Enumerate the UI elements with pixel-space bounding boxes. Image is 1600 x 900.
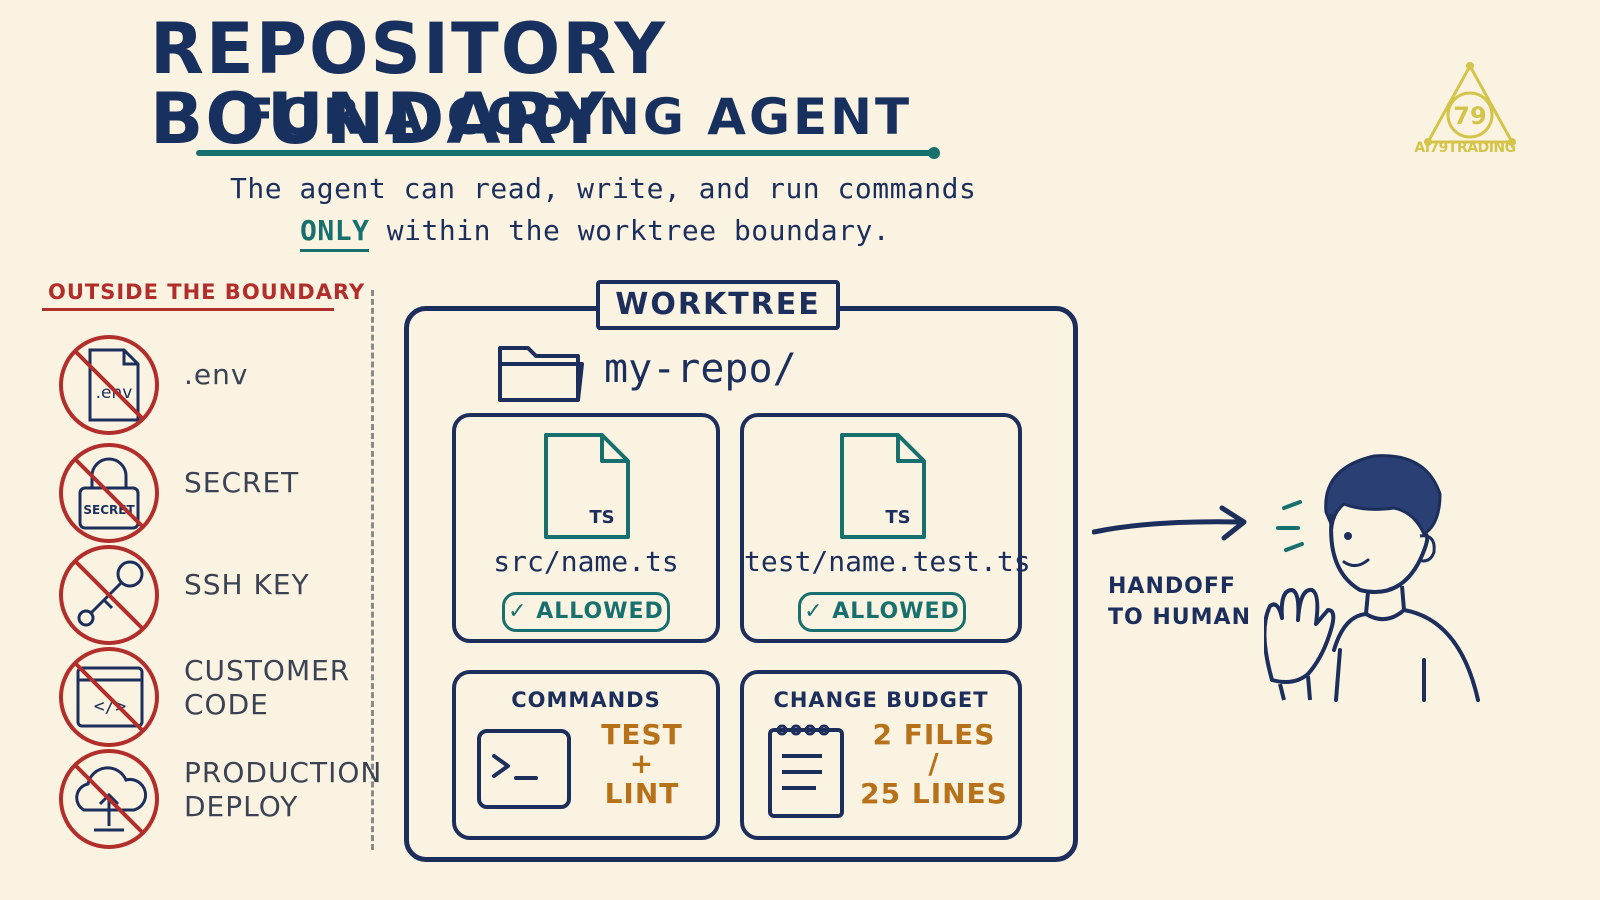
commands-value: TEST + LINT — [582, 718, 702, 810]
handoff-arrow-icon — [1092, 505, 1247, 541]
allowed-badge: ✓ ALLOWED — [502, 592, 670, 632]
outside-boundary-header: Outside the Boundary — [48, 280, 366, 304]
key-icon — [59, 545, 159, 645]
cloud-upload-icon — [59, 749, 159, 849]
handoff-label: Handoff to Human — [1108, 572, 1251, 634]
budget-line-1: 2 FILES — [872, 718, 996, 751]
file-card-test: TS test/name.test.ts ✓ ALLOWED — [740, 413, 1031, 643]
outside-item-secret: SECRET SECRET — [54, 438, 374, 543]
logo-badge-number: 79 — [1453, 102, 1486, 130]
outside-item-ssh-key: SSH KEY — [54, 540, 374, 645]
outside-label-customer-code: CUSTOMER CODE — [184, 654, 350, 721]
file-name-test: test/name.test.ts — [744, 545, 1031, 578]
handoff-line-2: to Human — [1108, 604, 1251, 630]
commands-line-1: TEST — [601, 718, 683, 751]
outside-item-customer-code: </> CUSTOMER CODE — [54, 642, 374, 747]
production-deploy-line-2: DEPLOY — [184, 789, 299, 823]
ai79-logo-icon: 79 — [1424, 62, 1516, 146]
notepad-icon — [768, 724, 844, 818]
outside-item-production-deploy: PRODUCTION DEPLOY — [54, 744, 381, 849]
folder-icon — [498, 346, 584, 402]
repo-name: my-repo/ — [604, 346, 797, 392]
subtitle-line-2: ONLY within the worktree boundary. — [300, 214, 891, 252]
ts-file-icon: TS — [544, 433, 630, 539]
outside-label-production-deploy: PRODUCTION DEPLOY — [184, 756, 382, 823]
subtitle-line-1: The agent can read, write, and run comma… — [230, 172, 977, 205]
outside-label-secret: SECRET — [184, 466, 300, 499]
terminal-icon — [477, 729, 571, 809]
budget-line-2: / — [928, 747, 940, 781]
outside-boundary-underline — [42, 308, 334, 311]
change-budget-title: Change Budget — [773, 688, 989, 712]
ts-badge-text: TS — [885, 507, 910, 528]
file-card-src: TS src/name.ts ✓ ALLOWED — [452, 413, 720, 643]
ts-file-icon: TS — [840, 433, 926, 539]
only-emphasis: ONLY — [300, 214, 370, 252]
outside-label-env: .env — [184, 358, 249, 391]
outside-item-env: .env .env — [54, 330, 374, 435]
commands-line-3: LINT — [604, 776, 680, 810]
title-underline — [196, 147, 940, 159]
customer-code-line-2: CODE — [184, 687, 269, 721]
customer-code-line-1: CUSTOMER — [184, 654, 351, 687]
env-file-icon: .env — [59, 335, 159, 435]
svg-text:</>: </> — [94, 696, 127, 717]
title-line-2: for a Coding Agent — [240, 88, 913, 146]
ts-badge-text: TS — [589, 507, 614, 528]
file-name-src: src/name.ts — [493, 545, 679, 578]
subtitle-line-2-rest: within the worktree boundary. — [369, 214, 891, 247]
commands-line-2: + — [629, 747, 655, 781]
logo-text: AI79TRADING — [1414, 140, 1516, 156]
code-window-icon: </> — [59, 647, 159, 747]
production-deploy-line-1: PRODUCTION — [184, 756, 383, 789]
human-person-icon — [1264, 454, 1480, 702]
allowed-badge: ✓ ALLOWED — [798, 592, 966, 632]
commands-title: Commands — [511, 688, 661, 712]
budget-line-3: 25 LINES — [860, 776, 1008, 810]
commands-card: Commands TEST + LINT — [452, 670, 720, 840]
worktree-label: Worktree — [596, 280, 840, 330]
boundary-divider — [371, 290, 374, 850]
secret-lock-icon: SECRET — [59, 443, 159, 543]
change-budget-value: 2 FILES / 25 LINES — [854, 718, 1014, 810]
outside-label-ssh-key: SSH KEY — [184, 568, 310, 601]
env-icon-text: .env — [96, 383, 133, 403]
change-budget-card: Change Budget 2 FILES / 25 LINES — [740, 670, 1022, 840]
title-line-1: Repository Boundary — [150, 8, 668, 160]
handoff-line-1: Handoff — [1108, 574, 1236, 599]
